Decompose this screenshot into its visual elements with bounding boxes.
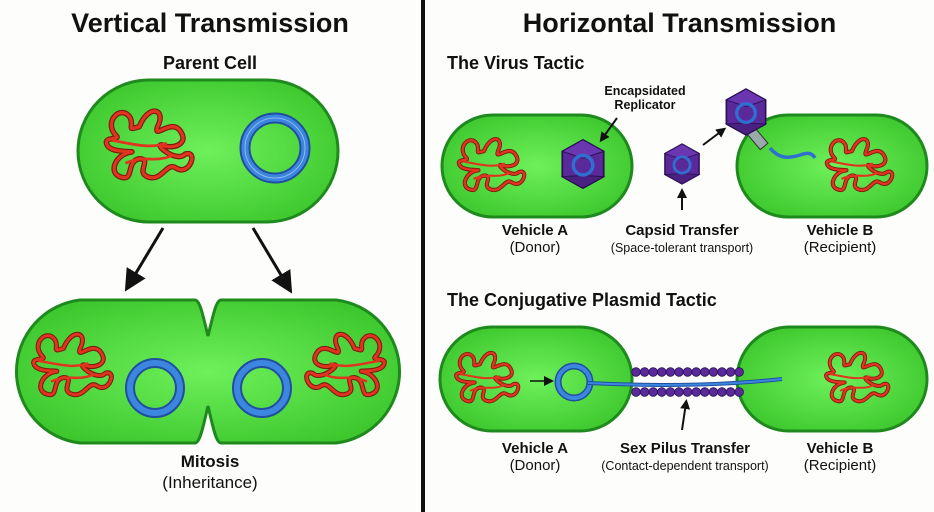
pilus-bead [717,387,727,397]
plasmid-icon [232,358,292,418]
encapsidated-replicator-label: Encapsidated Replicator [580,84,710,112]
pilus-bead [682,367,693,377]
sex-pilus-subtitle: (Contact-dependent transport) [601,459,769,473]
arrow-icon [124,227,165,292]
pilus-bead [639,367,650,377]
pilus-bead [665,387,676,397]
pilus-bead [674,367,684,377]
pilus-bead [700,367,710,377]
sex-pilus-title: Sex Pilus Transfer [619,440,751,457]
recipient-role: (Recipient) [803,239,877,256]
pilus-bead [631,387,641,397]
capsid-label-line1: Encapsidated [604,84,686,98]
mitosis-subtitle: (Inheritance) [162,473,258,492]
mitosis-label: Mitosis (Inheritance) [0,452,420,493]
capsid-icon [663,142,701,186]
capsid-transfer-subtitle: (Space-tolerant transport) [610,241,754,255]
horizontal-title: Horizontal Transmission [522,8,837,38]
injected-dna-icon [768,146,817,160]
pilus-bead [648,387,658,397]
arrow-icon [251,227,293,294]
panel-divider [421,0,425,512]
virus-donor-cell [440,113,634,219]
dividing-cell [14,298,402,445]
pilus-bead [708,387,719,397]
plasmid-recipient-label: Vehicle B (Recipient) [770,440,910,474]
pilus-bead [717,367,727,377]
pilus-bead [648,367,658,377]
pilus-bead [725,387,736,397]
capsid-transfer-title: Capsid Transfer [625,222,739,239]
pilus-icon [631,367,744,397]
capsid-label-line2: Replicator [614,98,676,112]
pilus-bead [691,367,701,377]
donor-role: (Donor) [509,239,561,256]
pilus-bead [682,387,693,397]
vertical-title: Vertical Transmission [71,8,349,38]
mitosis-title: Mitosis [180,452,240,471]
capsid-transfer-label: Capsid Transfer (Space-tolerant transpor… [592,222,772,255]
vehicle-b-label: Vehicle B [806,222,874,239]
arrow-icon [599,117,618,143]
virus-tactic-title: The Virus Tactic [447,53,585,73]
pilus-bead [657,367,667,377]
pilus-bead [665,367,676,377]
virus-recipient-cell [735,113,929,219]
plasmid-icon [125,358,185,418]
plasmid-donor-label: Vehicle A (Donor) [465,440,605,474]
pilus-bead [708,367,719,377]
recipient-role: (Recipient) [803,457,877,474]
pilus-bead [734,387,744,397]
plasmid-donor-cell [438,325,634,433]
pilus-bead [700,387,710,397]
capsid-icon [560,138,606,190]
pilus-bead [691,387,701,397]
virus-donor-label: Vehicle A (Donor) [465,222,605,256]
parent-cell [76,78,340,224]
pilus-bead [657,387,667,397]
virus-recipient-label: Vehicle B (Recipient) [770,222,910,256]
sex-pilus-transfer-label: Sex Pilus Transfer (Contact-dependent tr… [580,440,790,473]
vehicle-b-label: Vehicle B [806,440,874,457]
parent-cell-label: Parent Cell [162,53,258,73]
pilus-bead [725,367,736,377]
attached-phage-icon [724,88,769,151]
pilus-bead [631,367,641,377]
plasmid-recipient-cell [735,325,929,433]
plasmid-tactic-title: The Conjugative Plasmid Tactic [447,290,717,310]
pilus-bead [674,387,684,397]
vehicle-a-label: Vehicle A [501,440,569,457]
pilus-bead [734,367,744,377]
vehicle-a-label: Vehicle A [501,222,569,239]
donor-role: (Donor) [509,457,561,474]
plasmid-icon [239,112,311,184]
arrow-icon [702,127,727,146]
arrow-icon [680,399,691,431]
transferred-dna-core [587,378,783,386]
pilus-bead [639,387,650,397]
